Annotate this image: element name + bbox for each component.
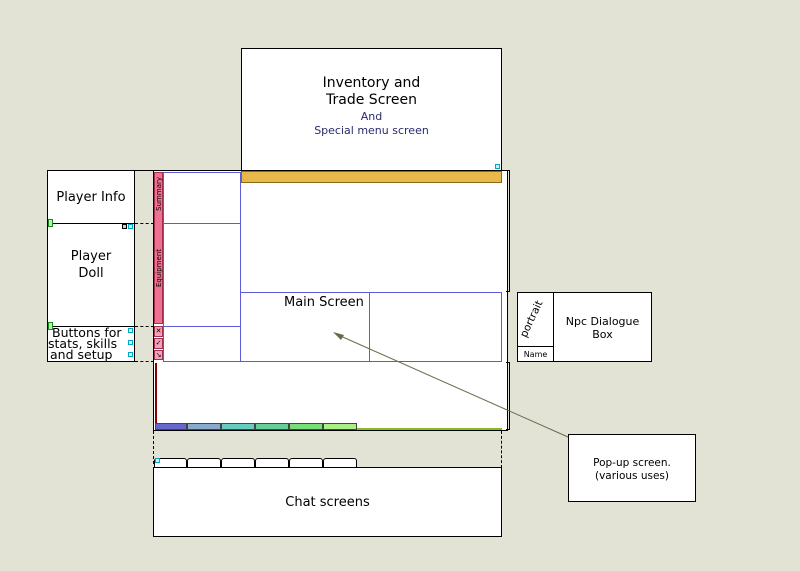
bottom-tab-1[interactable] (155, 423, 187, 430)
bottom-tab-5[interactable] (289, 423, 323, 430)
chat-tab-2[interactable] (187, 458, 221, 468)
chat-screens-panel: Chat screens (153, 467, 502, 537)
bottom-tab-3[interactable] (221, 423, 255, 430)
chat-tab-1[interactable] (154, 458, 187, 468)
popup-line1: Pop-up screen. (593, 457, 671, 469)
inventory-subtitle-and: And (360, 110, 383, 123)
summary-tab[interactable]: Summary Equipment (154, 172, 163, 324)
small-tab-x[interactable]: ✕ (154, 326, 163, 337)
handle-cyan-4[interactable] (128, 352, 133, 357)
main-screen-label: Main Screen (284, 295, 364, 310)
npc-dialogue-box: portrait Name Npc Dialogue Box (517, 292, 652, 362)
npc-name-cell: Name (518, 347, 554, 361)
player-doll-line1: Player (70, 249, 112, 264)
handle-cyan-1[interactable] (128, 224, 133, 229)
chat-tab-3[interactable] (221, 458, 255, 468)
player-info-panel: Player Info (47, 170, 135, 224)
player-doll-line2: Doll (78, 266, 104, 281)
dashed-connector-1 (135, 223, 154, 224)
buttons-line2: stats, skills (48, 336, 118, 351)
npc-name-label: Name (523, 349, 548, 359)
bottom-tab-2[interactable] (187, 423, 221, 430)
handle-cyan-3[interactable] (128, 340, 133, 345)
frame-top-left-line (135, 170, 154, 171)
npc-dialogue-line2: Box (592, 328, 613, 341)
small-tab-check[interactable]: ✓ (154, 338, 163, 349)
frame-right-bracket-bottom (506, 362, 510, 430)
handle-left-2[interactable] (48, 322, 53, 330)
buttons-panel: Buttons for stats, skills and setup (47, 326, 135, 362)
handle-cyan-2[interactable] (128, 328, 133, 333)
buttons-line3: and setup (50, 347, 113, 362)
dashed-connector-2 (135, 326, 154, 327)
inventory-subtitle-special: Special menu screen (314, 124, 429, 137)
inventory-corner-handle (495, 164, 500, 169)
player-doll-panel: Player Doll (47, 223, 135, 327)
inventory-title-line1: Inventory and (322, 75, 421, 91)
inventory-title-line2: Trade Screen (326, 92, 417, 108)
npc-dialogue-line1: Npc Dialogue (565, 315, 640, 328)
handle-left-1[interactable] (48, 219, 53, 227)
buttons-line1: Buttons for (52, 325, 122, 340)
player-info-label: Player Info (56, 189, 126, 205)
small-tab-arrow[interactable]: ↘ (154, 350, 163, 360)
dashed-connector-3 (135, 361, 154, 362)
chat-tab-6[interactable] (323, 458, 357, 468)
bottom-tab-6[interactable] (323, 423, 357, 430)
popup-line2: (various uses) (594, 470, 670, 482)
bottom-tab-4[interactable] (255, 423, 289, 430)
chat-dashed-right (501, 431, 502, 468)
inventory-trade-panel: Inventory and Trade Screen And Special m… (241, 48, 502, 171)
chat-tab-4[interactable] (255, 458, 289, 468)
main-frame (153, 170, 508, 431)
chat-dashed-left (153, 431, 154, 464)
popup-screen-box: Pop-up screen. (various uses) (568, 434, 696, 502)
top-status-bar (241, 171, 502, 183)
chat-corner-handle[interactable] (155, 458, 160, 463)
lower-view-divider (163, 361, 502, 362)
frame-right-bracket-top (506, 170, 510, 292)
chat-tab-5[interactable] (289, 458, 323, 468)
chat-screens-label: Chat screens (285, 494, 370, 510)
handle-dark[interactable] (122, 224, 127, 229)
npc-portrait-cell: portrait (518, 293, 554, 347)
upper-view-left-edge (240, 183, 241, 293)
